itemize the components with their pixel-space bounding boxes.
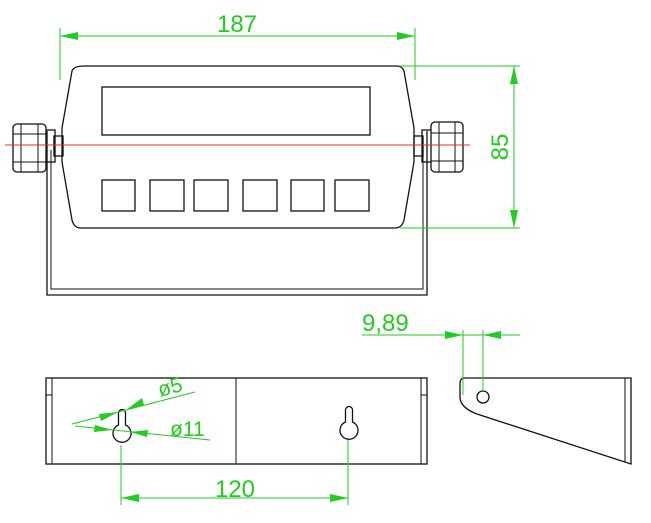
- key-3: [193, 179, 229, 212]
- bottom-view: ø5 ø11 120: [45, 373, 428, 505]
- mounting-bracket: [46, 131, 428, 296]
- display-window: [101, 86, 371, 136]
- keyhole-slot-right: [339, 405, 359, 440]
- keypad: [101, 179, 370, 212]
- dimension-label-d11: ø11: [170, 418, 205, 441]
- key-1: [101, 179, 136, 212]
- dimension-label-85: 85: [487, 134, 514, 161]
- keyhole-slot-left: [112, 408, 132, 443]
- dimension-187: 187: [59, 11, 416, 80]
- right-knob: [413, 121, 464, 173]
- key-6: [334, 179, 370, 212]
- dimension-label-187: 187: [217, 11, 257, 38]
- dimension-d11: ø11: [74, 418, 211, 441]
- dimension-d5: ø5: [71, 373, 196, 425]
- dimension-120: 120: [120, 440, 349, 505]
- side-view: 9,89: [362, 310, 632, 465]
- mounting-bracket-inner: [50, 150, 424, 290]
- left-knob: [12, 123, 64, 173]
- key-4: [242, 179, 278, 212]
- front-view: 187 85: [5, 11, 520, 296]
- bracket-profile: [459, 377, 632, 465]
- dimension-label-9-89: 9,89: [362, 310, 409, 337]
- dimension-9-89: 9,89: [362, 310, 520, 395]
- dimension-85: 85: [400, 65, 520, 229]
- key-2: [149, 179, 185, 212]
- pivot-hole: [476, 390, 490, 404]
- key-5: [290, 179, 325, 212]
- indicator-housing: [61, 65, 415, 229]
- dimension-label-120: 120: [215, 476, 255, 503]
